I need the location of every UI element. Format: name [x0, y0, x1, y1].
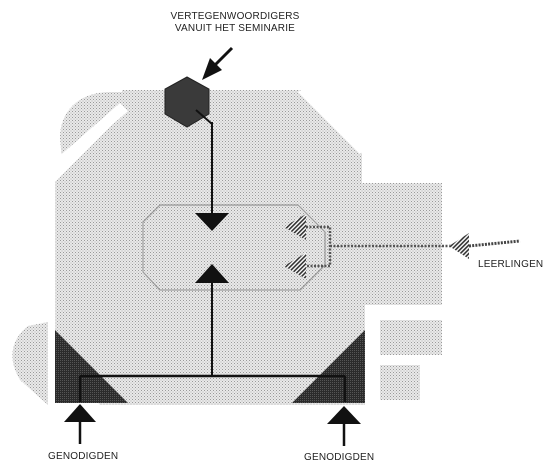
main-hall	[55, 90, 442, 405]
invitees-arrowhead-up	[195, 264, 229, 283]
seminary-representatives-label: VERTEGENWOORDIGERS VANUIT HET SEMINARIE	[150, 11, 320, 35]
seminary-arrowhead-down	[195, 213, 229, 231]
invitees-left-arrowhead	[64, 404, 96, 422]
lower-left-wing	[12, 322, 48, 405]
seminary-label-line1: VERTEGENWOORDIGERS	[170, 11, 300, 22]
seminary-label-line2: VANUIT HET SEMINARIE	[174, 23, 296, 34]
students-arrowhead-upper	[284, 214, 306, 240]
invitees-right-arrowhead	[327, 406, 361, 424]
students-entry-arrow-tail	[468, 239, 521, 248]
top-arrow-head	[202, 58, 222, 80]
seminary-hexagon	[164, 76, 210, 128]
corner-cut-top-right	[298, 88, 368, 154]
hexagon-connector	[195, 109, 213, 125]
genodigden-area-right	[292, 330, 365, 403]
students-arrowhead-lower	[284, 253, 306, 279]
central-platform	[142, 204, 326, 291]
corner-cut-top-left	[55, 103, 128, 168]
top-arrow-shaft	[212, 46, 234, 68]
right-lower-block	[380, 365, 420, 400]
students-entry-arrowhead	[449, 233, 469, 259]
right-block	[380, 320, 442, 355]
students-label: LEERLINGEN	[478, 259, 544, 270]
invitees-label-right: GENODIGDEN	[304, 452, 375, 463]
invitees-label-left: GENODIGDEN	[48, 451, 119, 462]
genodigden-area-left	[55, 330, 128, 403]
